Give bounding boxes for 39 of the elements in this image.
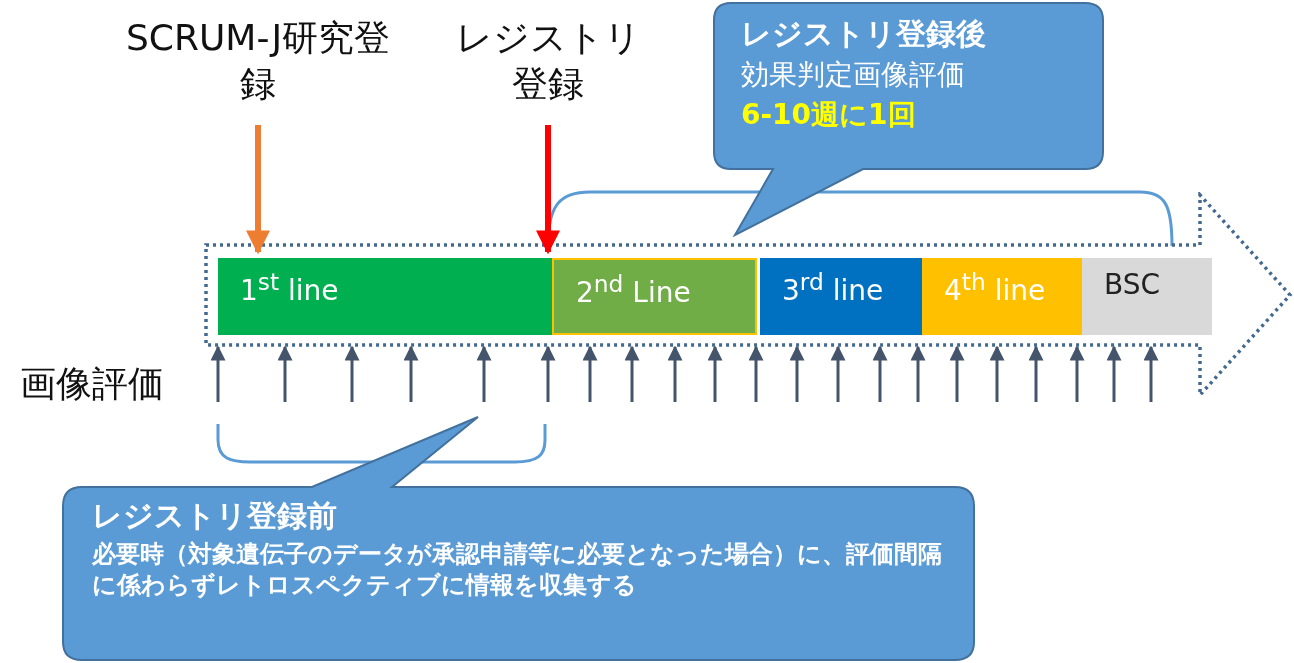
arrow: [540, 345, 556, 402]
callout-heading: レジストリ登録前: [92, 497, 338, 535]
speech-callout: [62, 416, 976, 662]
arrow: [624, 345, 640, 402]
arrow: [667, 345, 683, 402]
arrow: [707, 345, 723, 402]
arrow: [403, 345, 419, 402]
arrow: [789, 345, 805, 402]
arrow: [344, 345, 360, 402]
arrow: [246, 125, 270, 255]
arrow: [1069, 345, 1085, 402]
event-label: レジストリ登録: [451, 15, 645, 115]
axis-label: 画像評価: [20, 362, 164, 406]
event-label: SCRUM-J研究登録: [113, 15, 403, 115]
line-segment: 1$^{st}$ line: [218, 258, 552, 335]
arrow: [910, 345, 926, 402]
arrow: [210, 345, 226, 402]
line-segment: BSC: [1082, 258, 1212, 335]
callout-text: 効果判定画像評価: [741, 57, 966, 93]
arrow: [949, 345, 965, 402]
line-segment: 3$^{rd}$ line: [760, 258, 922, 335]
arrow: [830, 345, 846, 402]
arrow: [989, 345, 1005, 402]
callout-text: 必要時（対象遺伝子のデータが承認申請等に必要となった場合）に、評価間隔に係わらずレトロスペクティブに情報を収集する: [92, 539, 942, 602]
arrow: [872, 345, 888, 402]
arrow: [476, 345, 492, 402]
arrow: [748, 345, 764, 402]
arrow: [582, 345, 598, 402]
dotted-arrow-outline: [203, 192, 1294, 398]
callout-heading: レジストリ登録後: [741, 15, 987, 53]
arrow: [536, 125, 560, 255]
arrow: [1143, 345, 1159, 402]
callout-text: 6-10週に1回: [741, 97, 917, 134]
speech-callout: [713, 2, 1104, 237]
arrow: [1028, 345, 1044, 402]
line-segment: 2$^{nd}$ Line: [552, 258, 757, 335]
line-segment: 4$^{th}$ line: [922, 258, 1082, 335]
arrow: [1106, 345, 1122, 402]
arrow: [277, 345, 293, 402]
